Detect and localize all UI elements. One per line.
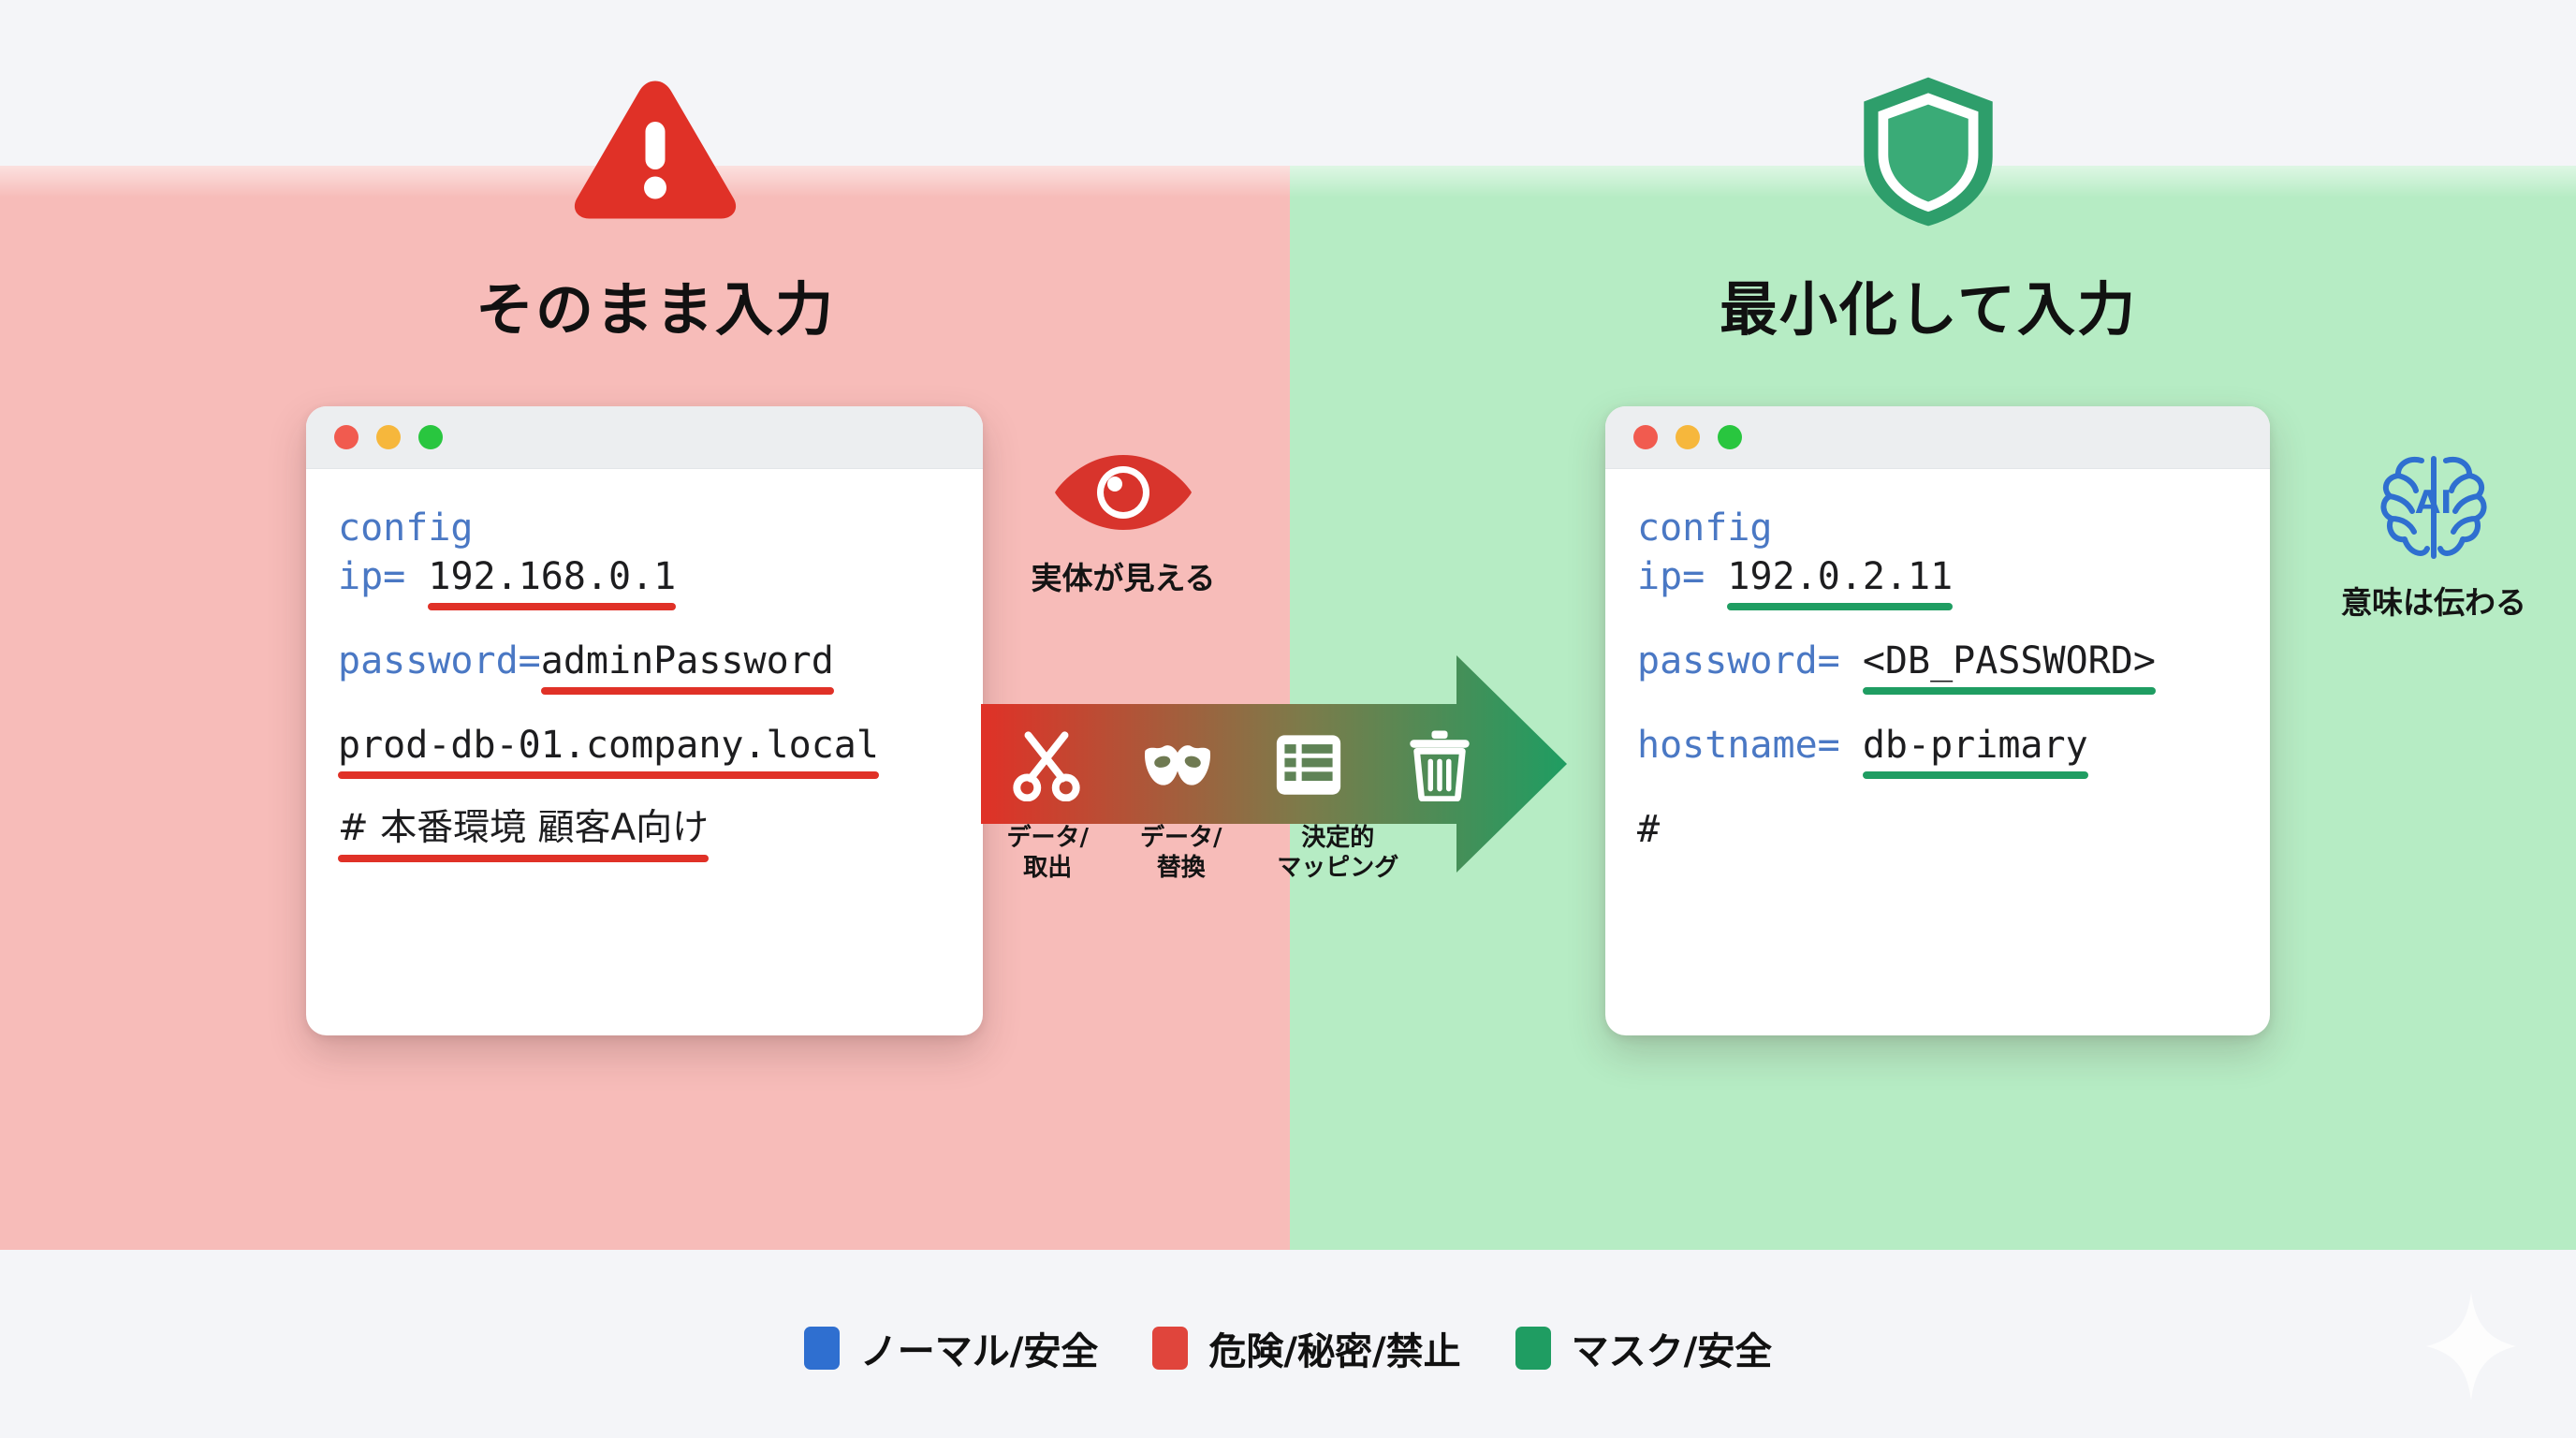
- legend-item-danger: 危険/秘密/禁止: [1152, 1321, 1461, 1375]
- code-value-comment: #: [1637, 808, 1661, 851]
- step-line-1: 決定的: [1301, 824, 1375, 852]
- eye-icon: [1055, 455, 1192, 530]
- code-value-hostname: db-primary: [1862, 724, 2088, 779]
- legend-label: 危険/秘密/禁止: [1208, 1330, 1461, 1373]
- code-value-comment: # 本番環境 顧客A向け: [338, 807, 710, 862]
- pipeline-step: データ/ 取出: [981, 824, 1115, 883]
- zoom-dot[interactable]: [418, 425, 443, 449]
- code-line-ip: ip= 192.0.2.11: [1637, 555, 2238, 610]
- code-line-hostname: hostname= db-primary: [1637, 724, 2238, 779]
- step-line-1: データ/: [1140, 824, 1222, 852]
- code-key: password: [1637, 639, 1818, 682]
- legend-swatch-green: [1515, 1327, 1551, 1370]
- ai-brain-icon: AI: [2380, 456, 2487, 559]
- close-dot[interactable]: [334, 425, 359, 449]
- code-key: config: [1637, 506, 1773, 550]
- code-op: =: [383, 555, 406, 598]
- shield-icon: [1864, 77, 1993, 227]
- code-value-password: adminPassword: [540, 639, 834, 695]
- window-titlebar: [1605, 406, 2270, 469]
- minimize-dot[interactable]: [376, 425, 401, 449]
- legend-item-normal: ノーマル/安全: [803, 1321, 1099, 1375]
- code-value-ip: 192.0.2.11: [1727, 555, 1954, 610]
- legend-label: ノーマル/安全: [859, 1330, 1099, 1373]
- pipeline-step: データ/ 替換: [1115, 824, 1249, 883]
- code-op: =: [518, 639, 541, 682]
- code-line-password: password= <DB_PASSWORD>: [1637, 639, 2238, 695]
- code-line-comment: #: [1637, 808, 2238, 851]
- pipeline-step-labels: データ/ 取出 データ/ 替換 決定的 マッピング: [981, 824, 1561, 936]
- code-key: config: [338, 506, 474, 550]
- code-value-hostname: prod-db-01.company.local: [338, 724, 879, 779]
- code-line-ip: ip= 192.168.0.1: [338, 555, 951, 610]
- code-line-comment: # 本番環境 顧客A向け: [338, 807, 951, 862]
- danger-panel-title: そのまま入力: [475, 275, 835, 344]
- code-key: ip: [1637, 555, 1683, 598]
- code-content: config ip= 192.0.2.11 password= <DB_PASS…: [1605, 469, 2270, 851]
- code-content: config ip= 192.168.0.1 password=adminPas…: [306, 469, 983, 862]
- code-window-original: config ip= 192.168.0.1 password=adminPas…: [306, 406, 983, 1035]
- visible-callout-label: 実体が見える: [1031, 560, 1216, 596]
- legend-item-masked: マスク/安全: [1515, 1321, 1773, 1375]
- code-line-hostname: prod-db-01.company.local: [338, 724, 951, 779]
- transform-arrow: [981, 655, 1567, 873]
- code-line-password: password=adminPassword: [338, 639, 951, 695]
- legend: ノーマル/安全 危険/秘密/禁止 マスク/安全: [0, 1306, 2576, 1390]
- step-line-2: 取出: [1023, 853, 1073, 882]
- step-line-1: データ/: [1006, 824, 1090, 852]
- step-line-2: マッピング: [1277, 853, 1399, 882]
- legend-label: マスク/安全: [1571, 1330, 1773, 1373]
- legend-swatch-blue: [803, 1327, 840, 1370]
- code-op: =: [1682, 555, 1705, 598]
- ai-callout: AI 意味は伝わる: [2284, 451, 2576, 623]
- code-value-ip: 192.168.0.1: [428, 555, 677, 610]
- window-titlebar: [306, 406, 983, 469]
- warning-triangle-icon: [574, 81, 737, 219]
- code-op: =: [1817, 639, 1840, 682]
- code-key: password: [338, 639, 519, 682]
- svg-text:AI: AI: [2416, 484, 2452, 521]
- step-line-2: 替換: [1156, 853, 1206, 882]
- code-value-password: <DB_PASSWORD>: [1862, 639, 2156, 695]
- close-dot[interactable]: [1633, 425, 1658, 449]
- ai-callout-label: 意味は伝わる: [2341, 584, 2526, 621]
- code-line-config: config: [1637, 506, 2238, 550]
- zoom-dot[interactable]: [1718, 425, 1742, 449]
- legend-swatch-red: [1152, 1327, 1189, 1370]
- minimize-dot[interactable]: [1676, 425, 1700, 449]
- code-op: =: [1817, 724, 1840, 767]
- code-key: hostname: [1637, 724, 1818, 767]
- pipeline-step: 決定的 マッピング: [1248, 824, 1427, 883]
- code-key: ip: [338, 555, 384, 598]
- safe-panel-title: 最小化して入力: [1719, 275, 2138, 344]
- sparkle-icon: [2426, 1292, 2516, 1401]
- visible-callout: 実体が見える: [983, 449, 1264, 598]
- code-window-masked: config ip= 192.0.2.11 password= <DB_PASS…: [1605, 406, 2270, 1035]
- code-line-config: config: [338, 506, 951, 550]
